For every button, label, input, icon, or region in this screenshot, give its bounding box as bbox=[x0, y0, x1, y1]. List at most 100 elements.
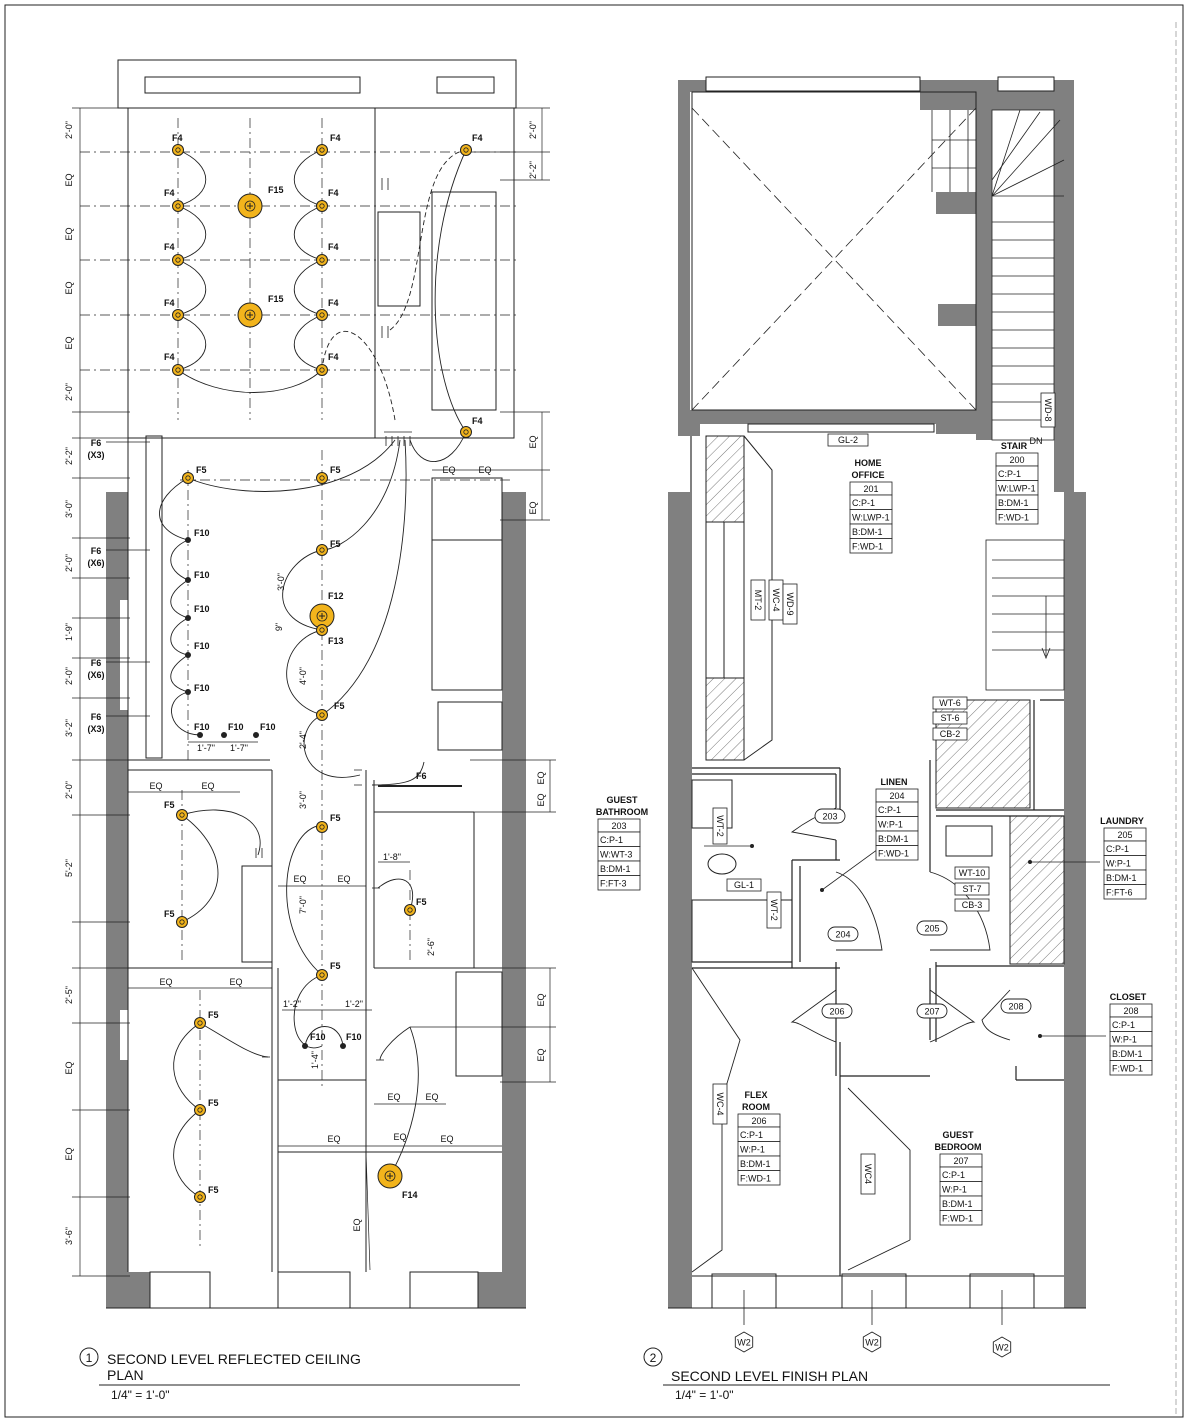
ceiling-fixture-f5: F5 bbox=[194, 1098, 219, 1116]
dimension-label: 1'-8" bbox=[383, 852, 401, 862]
ceiling-fixture-f4: F4 bbox=[164, 242, 184, 266]
ceiling-fixture-f4: F4 bbox=[164, 188, 184, 212]
dimension-label: EQ bbox=[536, 771, 546, 784]
svg-text:F:WD-1: F:WD-1 bbox=[740, 1174, 771, 1184]
fixture-label: F5 bbox=[208, 1098, 219, 1108]
ceiling-fixture-f5: F5 bbox=[194, 1185, 219, 1203]
rcp-laundry-block bbox=[437, 701, 503, 751]
wall-fixture-callout: F6(X6) bbox=[87, 658, 150, 680]
dimension-label: 3'-0" bbox=[64, 500, 74, 518]
door-tag: 206 bbox=[821, 1003, 853, 1019]
fixture-label: F10 bbox=[260, 722, 276, 732]
svg-text:WT-2: WT-2 bbox=[769, 899, 779, 921]
rcp-skylight-2 bbox=[436, 76, 495, 94]
dimension-label: EQ bbox=[536, 993, 546, 1006]
svg-text:207: 207 bbox=[924, 1007, 939, 1017]
fixture-label: F5 bbox=[164, 909, 175, 919]
svg-text:STAIR: STAIR bbox=[1001, 441, 1028, 451]
ceiling-fixture-f5: F5 bbox=[316, 701, 345, 721]
svg-text:206: 206 bbox=[829, 1007, 844, 1017]
svg-text:204: 204 bbox=[889, 791, 904, 801]
rcp-left-dimension-labels: 2'-0"EQEQEQEQ2'-0"2'-2"3'-0"2'-0"1'-9"2'… bbox=[64, 121, 74, 1245]
dimension-label: 9" bbox=[274, 623, 284, 631]
dimension-label: 2'-0" bbox=[528, 121, 538, 139]
fp-laundry-sink bbox=[945, 825, 993, 857]
fp-view-number: 2 bbox=[650, 1351, 657, 1365]
fixture-label: F10 bbox=[194, 722, 210, 732]
rcp-window-2 bbox=[277, 1271, 351, 1309]
ceiling-fixture-f13: F13 bbox=[316, 624, 344, 646]
rcp-shower bbox=[431, 191, 497, 411]
dimension-label: EQ bbox=[149, 781, 162, 791]
svg-text:F6: F6 bbox=[91, 438, 102, 448]
fp-stair-wall-v bbox=[976, 110, 992, 440]
fixture-label: F10 bbox=[194, 528, 210, 538]
rcp-outline bbox=[117, 59, 517, 109]
svg-text:W:P-1: W:P-1 bbox=[740, 1145, 765, 1155]
fixture-label: F10 bbox=[194, 683, 210, 693]
dimension-label: 2'-6" bbox=[426, 938, 436, 956]
dimension-label: EQ bbox=[159, 977, 172, 987]
svg-text:CLOSET: CLOSET bbox=[1110, 992, 1147, 1002]
fp-window-leaders bbox=[743, 1290, 1003, 1325]
fixture-label: F5 bbox=[164, 800, 175, 810]
fp-door-swings bbox=[691, 807, 1011, 1273]
door-tag: 205 bbox=[916, 920, 948, 936]
fixture-label: F5 bbox=[208, 1010, 219, 1020]
fixture-label: F15 bbox=[268, 294, 284, 304]
svg-text:F:WD-1: F:WD-1 bbox=[942, 1214, 973, 1224]
svg-text:W:P-1: W:P-1 bbox=[942, 1185, 967, 1195]
ceiling-fixture-f14: F14 bbox=[377, 1163, 418, 1200]
rcp-window-3 bbox=[409, 1271, 479, 1309]
svg-text:(X6): (X6) bbox=[87, 670, 104, 680]
ceiling-fixture-f15: F15 bbox=[237, 294, 284, 328]
svg-text:W:P-1: W:P-1 bbox=[1112, 1035, 1137, 1045]
fp-right-wall bbox=[1054, 80, 1086, 1308]
material-tag: ST-7 bbox=[954, 882, 990, 896]
svg-text:W:P-1: W:P-1 bbox=[878, 820, 903, 830]
leader-dot bbox=[820, 888, 824, 892]
ceiling-fixture-f4: F4 bbox=[460, 133, 483, 156]
door-tag: 208 bbox=[1000, 998, 1032, 1014]
svg-text:203: 203 bbox=[611, 821, 626, 831]
svg-text:WT-6: WT-6 bbox=[939, 698, 961, 708]
fixture-label: F12 bbox=[328, 591, 344, 601]
fixture-label: F4 bbox=[164, 242, 175, 252]
rcp-title-line1: SECOND LEVEL REFLECTED CEILING bbox=[107, 1351, 361, 1367]
dimension-label: EQ bbox=[387, 1092, 400, 1102]
dimension-label: 3'-0" bbox=[298, 791, 308, 809]
dimension-label: 1'-2" bbox=[283, 999, 301, 1009]
svg-text:C:P-1: C:P-1 bbox=[740, 1130, 763, 1140]
svg-text:C:P-1: C:P-1 bbox=[1106, 844, 1129, 854]
fixture-label: F5 bbox=[330, 961, 341, 971]
fp-open-to-below-box bbox=[691, 91, 977, 411]
fp-open-to-below bbox=[691, 107, 977, 411]
ceiling-fixture-f4: F4 bbox=[316, 242, 339, 266]
rcp-upper-room bbox=[127, 107, 515, 439]
dimension-label: EQ bbox=[64, 336, 74, 349]
svg-text:WD-9: WD-9 bbox=[785, 593, 795, 616]
window-tag: W2 bbox=[992, 1336, 1012, 1358]
svg-text:W:WT-3: W:WT-3 bbox=[600, 850, 632, 860]
svg-text:FLEX: FLEX bbox=[744, 1090, 767, 1100]
svg-text:207: 207 bbox=[953, 1156, 968, 1166]
dimension-label: EQ bbox=[478, 465, 491, 475]
dimension-label: EQ bbox=[442, 465, 455, 475]
svg-text:F6: F6 bbox=[91, 546, 102, 556]
fixture-label: F13 bbox=[328, 636, 344, 646]
ceiling-fixture-f4: F4 bbox=[164, 298, 184, 321]
svg-text:W:P-1: W:P-1 bbox=[1106, 859, 1131, 869]
fixture-label: F10 bbox=[194, 641, 210, 651]
rcp-view-number: 1 bbox=[86, 1351, 93, 1365]
material-tag: WD-8 bbox=[1040, 392, 1056, 428]
material-tag: MT-2 bbox=[750, 579, 766, 621]
dimension-label: 2'-2" bbox=[528, 161, 538, 179]
fixture-label: F4 bbox=[164, 298, 175, 308]
fixture-label: F4 bbox=[328, 298, 339, 308]
fp-mid-wall bbox=[692, 410, 938, 424]
ceiling-fixture-f10: F10 bbox=[340, 1032, 362, 1049]
